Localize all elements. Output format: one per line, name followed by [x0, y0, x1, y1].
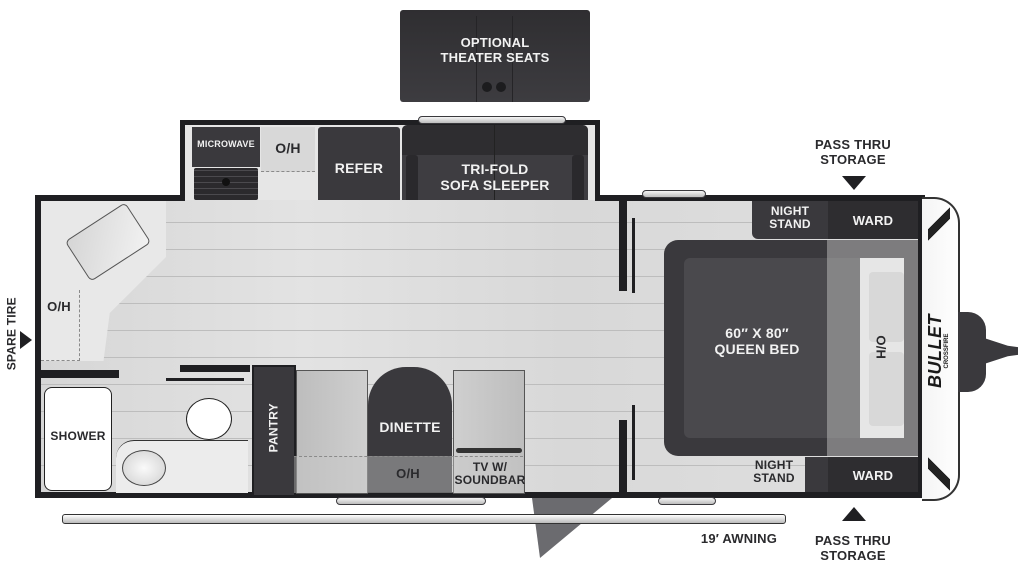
microwave: MICROWAVE: [192, 127, 260, 167]
trailer-coupler: [984, 338, 1018, 364]
bedroom-partition: [619, 420, 627, 495]
dinette-bench-left: [296, 370, 368, 494]
nightstand-bottom-label: NIGHT STAND: [753, 458, 795, 486]
optional-theater-seats: OPTIONAL THEATER SEATS: [400, 10, 590, 102]
pass-thru-bottom-label: PASS THRU STORAGE: [815, 533, 891, 563]
theater-seat-divider: [476, 16, 477, 102]
pantry: PANTRY: [252, 365, 296, 497]
window-rail: [642, 190, 706, 198]
exterior-wall-top: [35, 195, 185, 201]
toilet: [186, 398, 232, 440]
sofa-label: TRI-FOLD SOFA SLEEPER: [440, 161, 550, 193]
dinette-bench-right: [453, 370, 525, 494]
exterior-wall-bottom: [35, 492, 925, 498]
exterior-wall-front: [918, 195, 924, 498]
bathroom-sink: [122, 450, 166, 486]
kitchen-overhead-cabinet: [261, 127, 315, 172]
brand-logo: BULLET CROSSFIRE: [925, 314, 950, 388]
window-rail: [658, 497, 716, 505]
bedroom-door-line: [632, 405, 635, 480]
spare-tire-label: SPARE TIRE: [4, 297, 19, 371]
entry-door-swing: [532, 498, 612, 558]
sofa-seam: [494, 125, 495, 228]
refrigerator: REFER: [318, 127, 400, 212]
front-left-overhead-label: O/H: [47, 299, 71, 314]
slideout-wall: [180, 120, 600, 125]
pass-thru-top-arrow-icon: [842, 176, 866, 190]
spare-tire-arrow-icon: [20, 331, 32, 349]
exterior-wall-top: [595, 195, 925, 201]
kitchen-overhead-label: O/H: [275, 140, 301, 156]
pass-thru-top-label: PASS THRU STORAGE: [815, 137, 891, 167]
dinette-table: DINETTE: [368, 367, 452, 492]
nightstand-bottom-base: [805, 457, 828, 492]
optional-theater-seats-label: OPTIONAL THEATER SEATS: [440, 35, 550, 65]
stove-range: [194, 168, 258, 200]
bath-wall: [41, 370, 119, 378]
cupholder-icon: [496, 82, 506, 92]
dinette-overhead-cabinet: [294, 456, 523, 493]
awning: [62, 514, 786, 524]
bedroom-door-line: [632, 218, 635, 293]
wardrobe-bottom: WARD: [828, 457, 918, 492]
pillow: [869, 272, 904, 342]
shower: SHOWER: [44, 387, 112, 491]
burner-icon: [222, 178, 230, 186]
tv-soundbar: [456, 448, 522, 453]
window-rail: [336, 497, 486, 505]
cap-stripe: [928, 457, 950, 491]
wardrobe-top: WARD: [828, 201, 918, 239]
cap-stripe: [928, 207, 950, 241]
bath-door-line: [166, 378, 244, 381]
front-left-overhead-cabinet: [41, 290, 80, 361]
pass-thru-bottom-arrow-icon: [842, 507, 866, 521]
bath-wall: [180, 365, 250, 372]
slideout-wall: [595, 120, 600, 210]
dinette-overhead-label: O/H: [396, 466, 420, 481]
nightstand-top: NIGHT STAND: [752, 201, 828, 239]
queen-bed: O/H 60″ X 80″ QUEEN BED: [664, 240, 918, 456]
slideout-wall: [180, 120, 185, 210]
bed-overhead-label: O/H: [873, 335, 889, 360]
awning-label: 19′ AWNING: [700, 531, 778, 546]
cupholder-icon: [482, 82, 492, 92]
slideout-rail: [418, 116, 566, 124]
front-cap: BULLET CROSSFIRE: [922, 197, 960, 501]
queen-bed-label: 60″ X 80″ QUEEN BED: [714, 325, 800, 357]
bedroom-partition: [619, 201, 627, 291]
trailer-hitch: [958, 312, 986, 392]
exterior-wall-left: [35, 195, 41, 498]
theater-seat-divider: [512, 16, 513, 102]
tv-soundbar-label: TV W/ SOUNDBAR: [454, 460, 526, 488]
pillow: [869, 352, 904, 426]
